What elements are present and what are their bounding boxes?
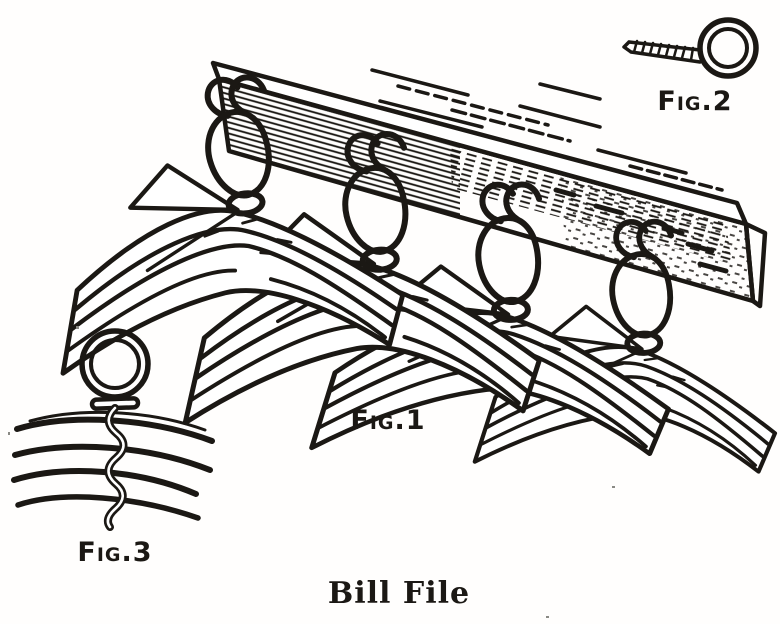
fig1-label: Fig.1 xyxy=(350,405,425,436)
screw-thread-ticks xyxy=(632,39,695,62)
fig2-label: Fig.2 xyxy=(657,86,732,117)
fig3-screw-eye-through-papers xyxy=(11,328,215,531)
scan-specks xyxy=(8,326,615,618)
fig3-label: Fig.3 xyxy=(77,537,152,568)
fig1-board xyxy=(210,60,768,309)
screw-spiral xyxy=(103,404,128,531)
board-end-face xyxy=(743,221,768,309)
caption-title: Bill File xyxy=(328,576,470,611)
sketch-shading-strokes xyxy=(370,68,724,192)
fig2-screw-eye-icon xyxy=(622,17,759,79)
